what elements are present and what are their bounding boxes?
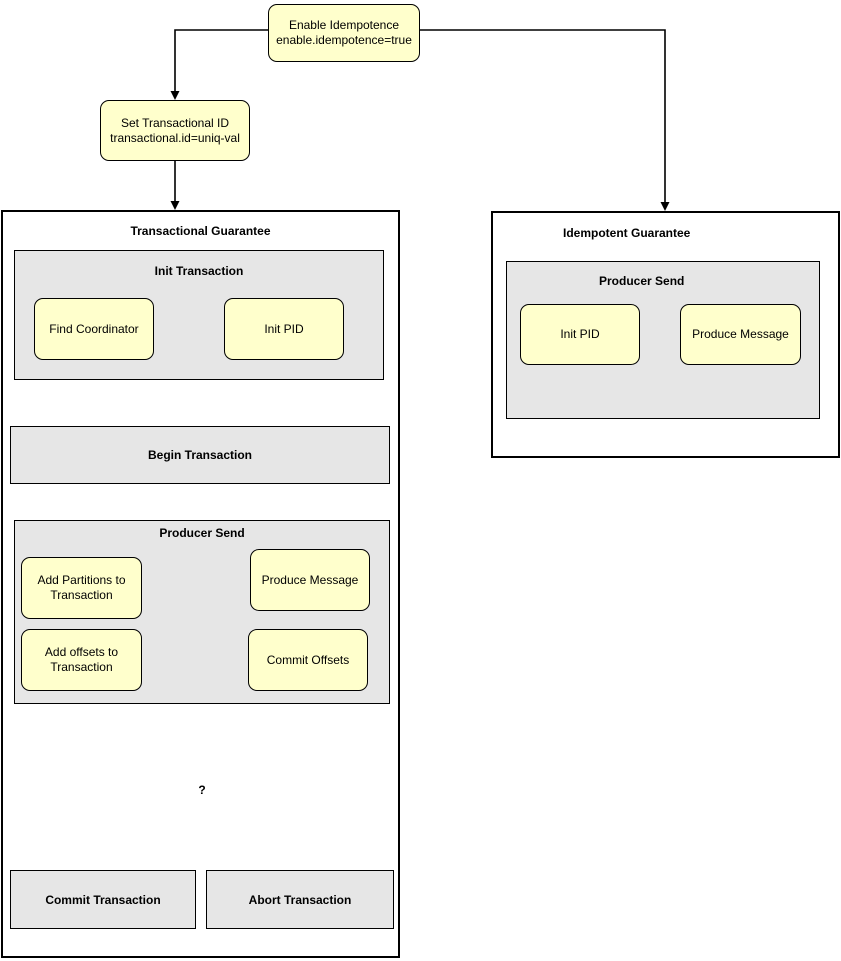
node-label: Find Coordinator: [49, 321, 139, 336]
node-label: Set Transactional ID: [120, 115, 230, 130]
node-set-transactional-id[interactable]: Set Transactional ID transactional.id=un…: [100, 100, 250, 161]
node-label: Produce Message: [261, 572, 359, 587]
node-label: Add offsets to Transaction: [44, 645, 119, 674]
node-init-pid-right[interactable]: Init PID: [520, 304, 640, 365]
arrowhead-icon: [660, 202, 670, 211]
group-label: Begin Transaction: [147, 448, 253, 462]
node-produce-message-right[interactable]: Produce Message: [680, 304, 801, 365]
arrowhead-icon: [170, 91, 180, 100]
group-title: Init Transaction: [154, 264, 244, 278]
node-config-label: enable.idempotence=true: [276, 33, 412, 47]
container-title: Transactional Guarantee: [130, 224, 271, 238]
container-title: Idempotent Guarantee: [563, 226, 691, 240]
group-label: Abort Transaction: [248, 892, 352, 907]
group-title: Producer Send: [159, 526, 245, 540]
node-label: Produce Message: [692, 327, 789, 341]
node-init-pid-left[interactable]: Init PID: [224, 298, 344, 360]
node-enable-idempotence[interactable]: Enable Idempotence enable.idempotence=tr…: [268, 4, 420, 62]
decision-label: ?: [198, 783, 206, 797]
group-abort-transaction[interactable]: Abort Transaction: [206, 870, 394, 929]
node-find-coordinator[interactable]: Find Coordinator: [34, 298, 154, 360]
edge-enable-to-idempotent-guarantee: [420, 29, 666, 203]
node-add-offsets-to-transaction[interactable]: Add offsets to Transaction: [21, 629, 142, 691]
edge-enable-to-set-transactional-id: [174, 29, 268, 92]
node-label: Init PID: [560, 327, 600, 341]
group-label: Commit Transaction: [45, 892, 161, 907]
node-label: Init PID: [264, 321, 304, 336]
node-produce-message-left[interactable]: Produce Message: [250, 549, 370, 611]
group-commit-transaction[interactable]: Commit Transaction: [10, 870, 196, 929]
node-commit-offsets[interactable]: Commit Offsets: [248, 629, 368, 691]
node-label: Add Partitions to Transaction: [37, 573, 126, 602]
node-add-partitions-to-transaction[interactable]: Add Partitions to Transaction: [21, 557, 142, 619]
group-title: Producer Send: [599, 274, 685, 288]
node-label: Commit Offsets: [266, 652, 350, 667]
arrowhead-icon: [170, 201, 180, 210]
node-config-label: transactional.id=uniq-val: [110, 130, 240, 145]
node-label: Enable Idempotence: [288, 18, 400, 32]
group-begin-transaction[interactable]: Begin Transaction: [10, 426, 390, 484]
